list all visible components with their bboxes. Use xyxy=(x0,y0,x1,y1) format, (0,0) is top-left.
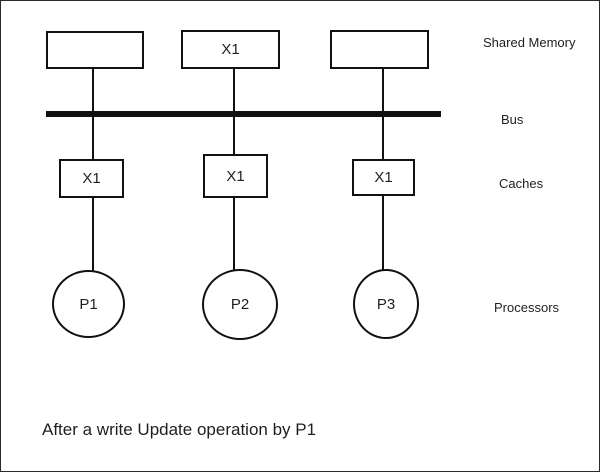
row-label-shared-memory: Shared Memory xyxy=(483,35,576,50)
connector-cache2-processor2 xyxy=(233,197,235,270)
processor-1-label: P1 xyxy=(79,295,98,313)
cache-block-2: X1 xyxy=(203,154,268,198)
connector-memory1-bus xyxy=(92,69,94,113)
connector-bus-cache2 xyxy=(233,115,235,154)
connector-cache3-processor3 xyxy=(382,195,384,270)
memory-block-3 xyxy=(330,30,429,69)
connector-memory3-bus xyxy=(382,69,384,113)
row-label-bus: Bus xyxy=(501,112,524,127)
memory-block-1 xyxy=(46,31,144,69)
cache-block-3: X1 xyxy=(352,159,415,196)
row-label-caches: Caches xyxy=(499,176,544,191)
bus-line xyxy=(46,111,441,117)
processor-circle-2: P2 xyxy=(202,269,278,340)
processor-2-label: P2 xyxy=(230,296,250,313)
processor-circle-1: P1 xyxy=(52,270,125,338)
cache-block-3-label: X1 xyxy=(374,169,393,186)
row-label-processors: Processors xyxy=(494,300,560,315)
connector-cache1-processor1 xyxy=(92,197,94,271)
memory-block-2-label: X1 xyxy=(221,41,240,58)
cache-block-1-label: X1 xyxy=(82,170,101,187)
cache-block-2-label: X1 xyxy=(226,167,245,185)
connector-bus-cache3 xyxy=(382,115,384,159)
diagram-caption: After a write Update operation by P1 xyxy=(42,420,317,439)
connector-bus-cache1 xyxy=(92,115,94,159)
memory-block-2: X1 xyxy=(181,30,280,69)
cache-block-1: X1 xyxy=(59,159,124,198)
connector-memory2-bus xyxy=(233,69,235,113)
processor-circle-3: P3 xyxy=(353,269,419,339)
processor-3-label: P3 xyxy=(376,295,396,313)
